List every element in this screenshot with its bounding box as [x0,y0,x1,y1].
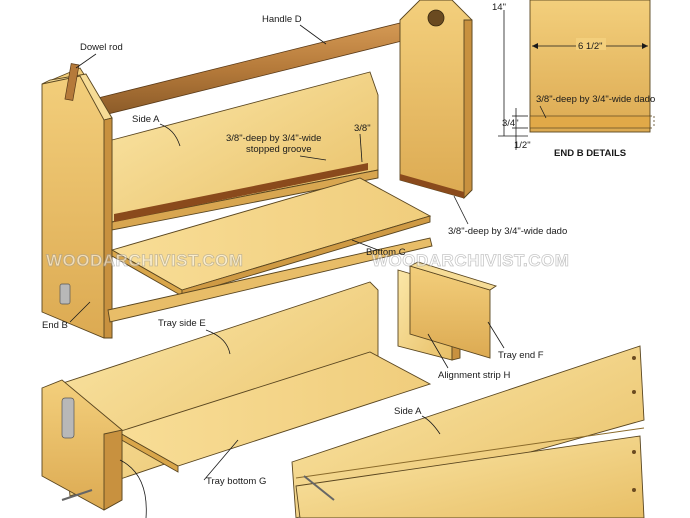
side-a-lower-panel [291,345,645,518]
watermark-left: WOODARCHIVIST.COM [46,251,243,270]
label-tray-side-e: Tray side E [158,318,206,329]
detail-width: 6 1/2" [578,41,603,52]
label-groove-depth: 3/8" [354,123,371,134]
front-rail [107,237,433,323]
label-tray-bottom-g: Tray bottom G [206,476,266,487]
tray-end-f [408,261,498,359]
side-a-back-panel [111,71,379,231]
part-labels: Handle D Dowel rod Side A 3/8"-deep by 3… [42,14,567,518]
label-handle-d: Handle D [262,14,302,25]
watermark-right: WOODARCHIVIST.COM [372,251,569,270]
detail-dado-width: 3/4" [502,118,519,129]
bottom-c [110,177,432,297]
label-tray-end-f: Tray end F [498,350,544,361]
watermark: WOODARCHIVIST.COM WOODARCHIVIST.COM [46,251,570,271]
detail-offset: 1/2" [514,140,531,151]
label-side-a-bottom: Side A [394,406,422,417]
label-stopped-groove-1: 3/8"-deep by 3/4"-wide [226,133,321,144]
label-side-a-top: Side A [132,114,160,125]
tray-bottom-g [116,351,432,473]
end-b-right [399,0,473,200]
detail-title: END B DETAILS [554,148,626,159]
label-end-b: End B [42,320,68,331]
detail-dado [529,115,651,129]
end-b-left [41,63,113,339]
label-dado-note: 3/8"-deep by 3/4"-wide dado [448,226,567,237]
label-dowel-rod: Dowel rod [80,42,123,53]
tray-end-f-left [41,379,123,511]
detail-end-panel [529,0,651,133]
detail-dado-note: 3/8"-deep by 3/4"-wide dado [536,94,655,105]
detail-height: 14" [492,2,506,13]
label-alignment-strip-h: Alignment strip H [438,370,510,381]
label-bottom-c: Bottom C [366,247,406,258]
label-stopped-groove-2: stopped groove [246,144,312,155]
end-b-details: 14" 6 1/2" 3/8"-deep by 3/4"-wide dado 3… [492,0,655,159]
